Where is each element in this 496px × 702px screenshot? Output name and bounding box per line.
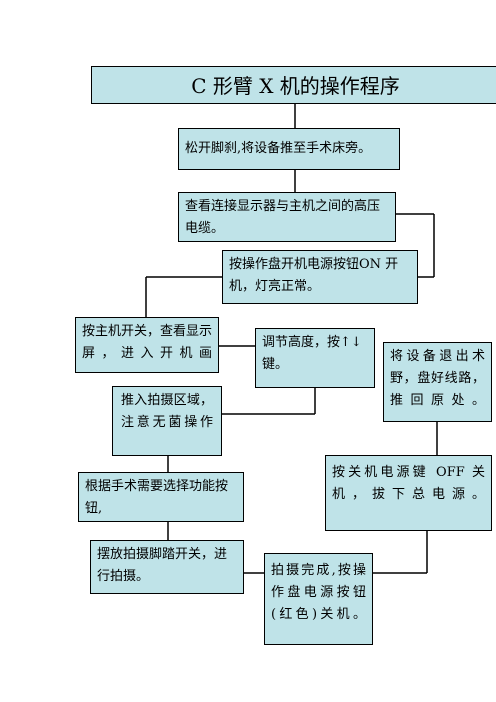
step-foot-switch: 摆放拍摄脚踏开关，进行拍摄。	[90, 540, 244, 594]
step-push-in: 推入拍摄区域，注意无菌操作	[112, 386, 222, 456]
step-power-on: 按操作盘开机电源按钮ON 开机，灯亮正常。	[222, 250, 418, 304]
step-main-switch: 按主机开关，查看显示屏，进入开机画	[75, 317, 219, 373]
step-withdraw: 将设备退出术野，盘好线路，推回原处。	[383, 342, 492, 422]
step-finish-shoot: 拍摄完成,按操作盘电源按钮(红色)关机。	[264, 553, 373, 645]
step-shutdown: 按关机电源键 OFF 关机，拔下总电源。	[325, 455, 492, 531]
flowchart-title: C 形臂 X 机的操作程序	[91, 66, 496, 104]
step-check-cable: 查看连接显示器与主机之间的高压电缆。	[178, 192, 396, 242]
step-release-brake: 松开脚刹,将设备推至手术床旁。	[178, 128, 400, 170]
step-adjust-height: 调节高度，按↑↓键。	[255, 328, 375, 388]
step-select-function: 根据手术需要选择功能按钮,	[78, 472, 244, 522]
